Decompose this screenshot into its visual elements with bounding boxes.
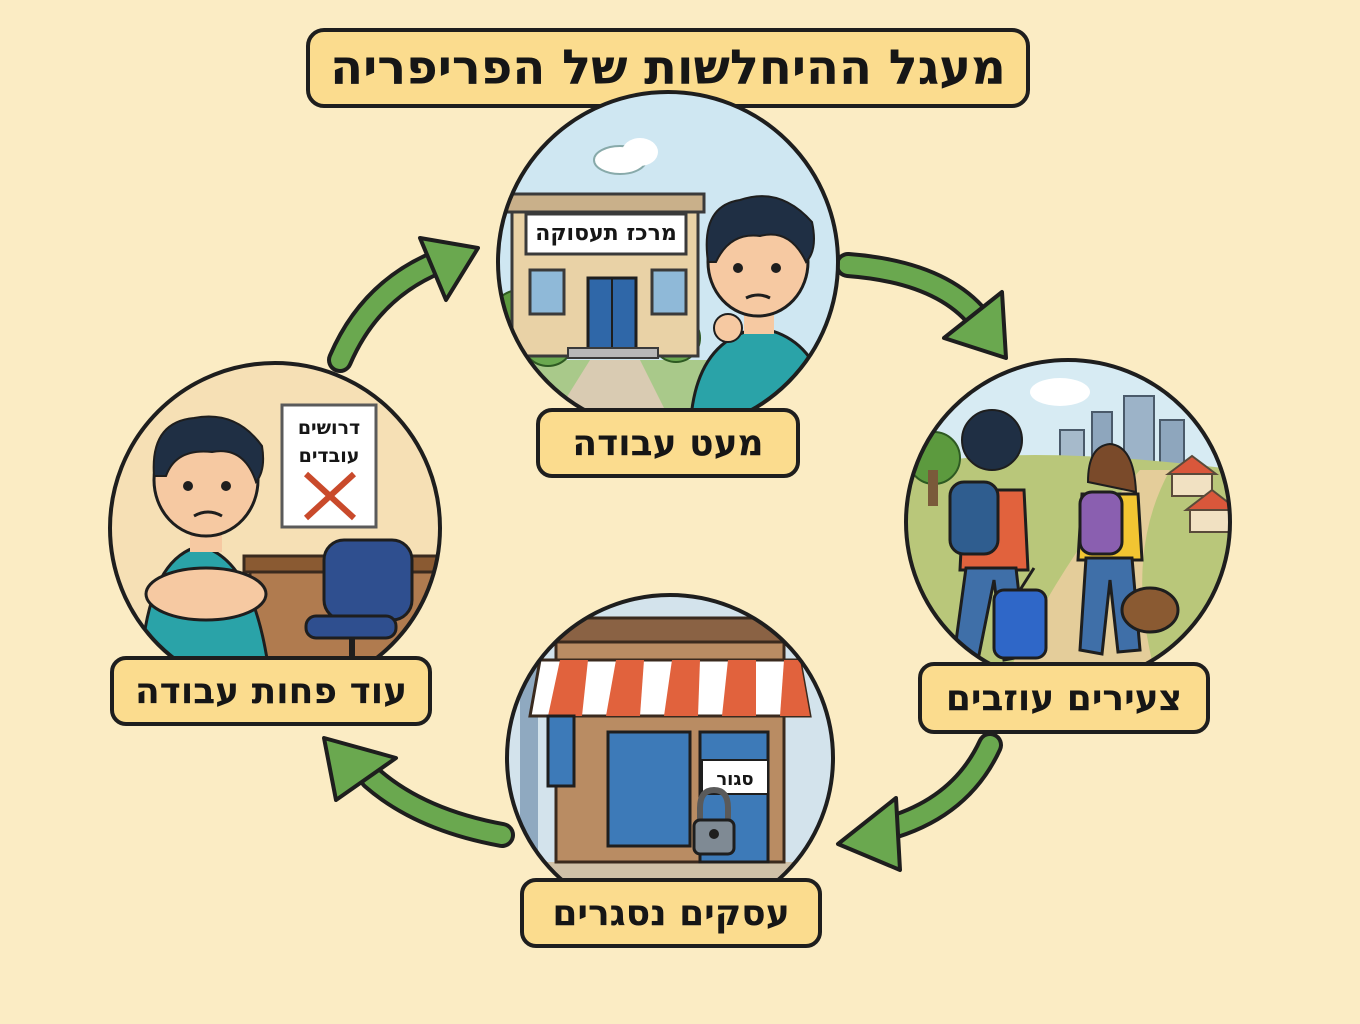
stage-label-even-less-work: עוד פחות עבודה xyxy=(110,656,432,726)
diagram-title: מעגל ההיחלשות של הפריפריה xyxy=(330,40,1006,96)
arrow-left-to-top xyxy=(327,236,480,373)
poster-text-line2: עובדים xyxy=(299,445,360,467)
poster-text-line1: דרושים xyxy=(298,417,360,439)
padlock-icon xyxy=(692,786,736,856)
stage-label-few-jobs: מעט עבודה xyxy=(536,408,800,478)
stage-label-businesses-close: עסקים נסגרים xyxy=(520,878,822,948)
scene-less-work: דרושים עובדים xyxy=(108,361,442,695)
cloud-icon xyxy=(1030,378,1090,406)
stage-label-youth-leave: צעירים עוזבים xyxy=(918,662,1210,734)
cloud-icon xyxy=(593,138,658,175)
arrow-top-to-right xyxy=(835,252,1008,360)
office-sign-text: מרכז תעסוקה xyxy=(535,221,677,246)
scene-youth-leaving xyxy=(904,358,1232,686)
scene-employment-office: מרכז תעסוקה xyxy=(496,90,840,434)
closed-sign-text: סגור xyxy=(716,769,753,790)
scene-closed-shop: סגור xyxy=(505,593,835,923)
title-box: מעגל ההיחלשות של הפריפריה xyxy=(306,28,1030,108)
arrow-right-to-bottom xyxy=(836,732,1003,872)
arrow-bottom-to-left xyxy=(322,736,515,848)
